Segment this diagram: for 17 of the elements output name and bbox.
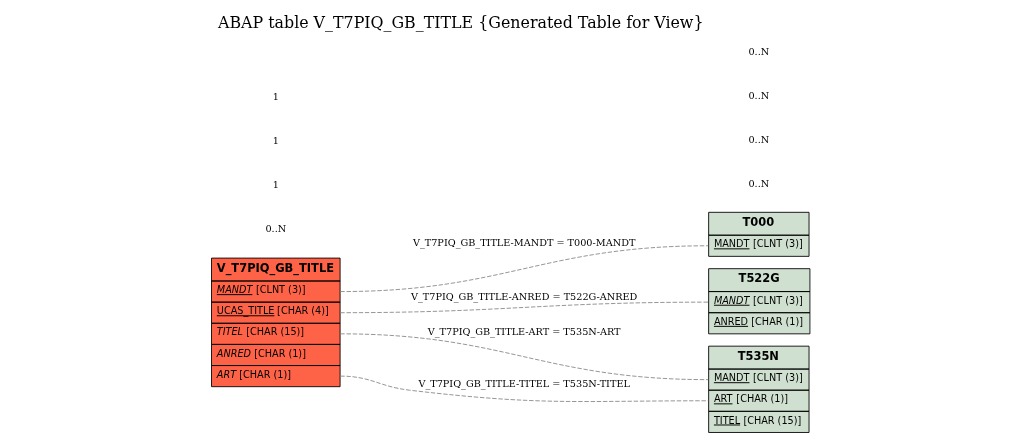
label: 0..N xyxy=(747,133,769,145)
connector xyxy=(339,333,709,381)
label: 1 xyxy=(272,91,279,103)
edge-label: V_T7PIQ_GB_TITLE-ANRED = T522G-ANRED xyxy=(410,291,637,303)
label: 1 xyxy=(272,179,279,191)
label: 0..N xyxy=(747,45,769,57)
label: 0..N xyxy=(747,177,769,189)
diagram-title: ABAP table V_T7PIQ_GB_TITLE {Generated Table for View} xyxy=(217,12,704,32)
connector xyxy=(339,375,709,402)
edge-label: V_T7PIQ_GB_TITLE-ART = T535N-ART xyxy=(427,325,621,337)
label: 0..N xyxy=(747,89,769,101)
label: 0..N xyxy=(264,223,286,235)
edge-label: V_T7PIQ_GB_TITLE-TITEL = T535N-TITEL xyxy=(417,378,630,390)
label: 1 xyxy=(272,135,279,147)
edge-label: V_T7PIQ_GB_TITLE-MANDT = T000-MANDT xyxy=(412,237,635,249)
connector xyxy=(339,301,709,314)
connector xyxy=(339,245,709,292)
